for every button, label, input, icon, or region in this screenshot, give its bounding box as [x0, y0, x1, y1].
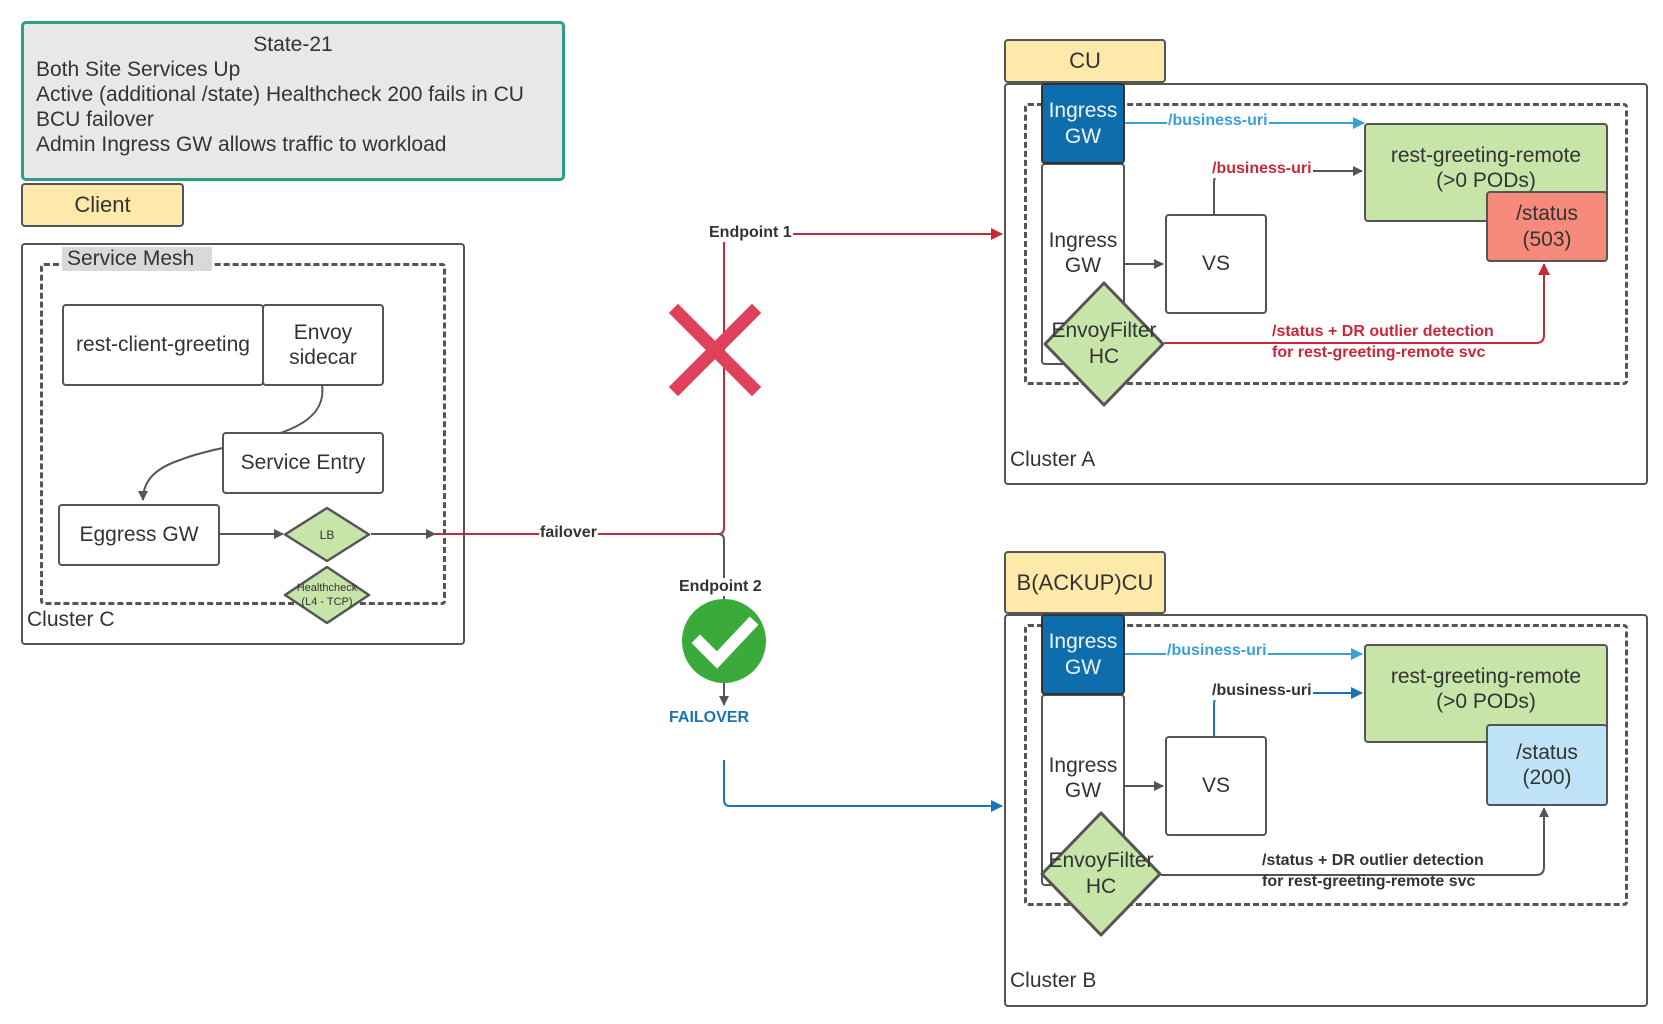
bcu-envoy-filter-label: EnvoyFilter HC — [1048, 849, 1154, 898]
state-line: Admin Ingress GW allows traffic to workl… — [36, 133, 447, 156]
cu-business-uri-vs-label: /business-uri — [1211, 160, 1313, 178]
cluster-b-label: Cluster B — [1010, 969, 1127, 993]
cluster-b-frame — [1004, 614, 1648, 1007]
cu-status-node: /status (503) — [1486, 191, 1608, 262]
check-circle-icon — [682, 599, 766, 683]
service-mesh-frame — [40, 263, 446, 605]
state-line: Both Site Services Up — [36, 58, 241, 81]
rest-client-greeting-node: rest-client-greeting — [62, 304, 264, 386]
bcu-business-uri-vs-label: /business-uri — [1211, 682, 1313, 700]
bcu-mesh-frame — [1024, 624, 1628, 906]
state-description-box: State-21 Both Site Services Up Active (a… — [21, 21, 565, 181]
state-line: Active (additional /state) Healthcheck 2… — [36, 83, 524, 106]
endpoint2-edge — [717, 533, 729, 706]
cluster-c-frame — [21, 243, 465, 645]
healthcheck-label: Healthcheck (L4 - TCP) — [296, 582, 358, 608]
failover-status-label: FAILOVER — [668, 709, 751, 727]
cu-vs-node: VS — [1165, 214, 1267, 314]
bcu-outlier-annotation: /status + DR outlier detection for rest-… — [1262, 852, 1484, 890]
failover-to-bcu-edge — [723, 760, 1003, 812]
state-line: BCU failover — [36, 108, 154, 131]
envoy-sidecar-node: Envoy sidecar — [262, 304, 384, 386]
bcu-status-node: /status (200) — [1486, 724, 1608, 806]
cu-outlier-annotation: /status + DR outlier detection for rest-… — [1272, 323, 1494, 361]
bcu-envoy-filter-node: EnvoyFilter HC — [1039, 810, 1163, 938]
bcu-vs-node: VS — [1165, 736, 1267, 836]
failover-edge-label: failover — [539, 524, 598, 542]
service-entry-node: Service Entry — [222, 432, 384, 494]
cluster-a-frame — [1004, 83, 1648, 485]
sidecar-to-egress-edge — [138, 384, 324, 501]
bcu-tag: B(ACKUP)CU — [1004, 551, 1166, 614]
client-tag: Client — [21, 183, 184, 227]
cu-tag: CU — [1004, 39, 1166, 83]
healthcheck-node: Healthcheck (L4 - TCP) — [283, 565, 371, 625]
cluster-c-label: Cluster C — [27, 608, 155, 632]
cu-mesh-frame — [1024, 103, 1628, 385]
cluster-a-label: Cluster A — [1010, 448, 1126, 472]
egress-gw-node: Eggress GW — [58, 504, 220, 566]
cu-hc-to-status-edge — [1164, 263, 1550, 344]
state-title: State-21 — [253, 33, 333, 56]
lb-label: LB — [319, 527, 335, 542]
bcu-ingress-gw-node: Ingress GW — [1041, 614, 1125, 695]
lb-node: LB — [283, 506, 371, 563]
bcu-hc-to-status-edge — [1161, 807, 1549, 876]
endpoint1-label: Endpoint 1 — [708, 224, 793, 242]
cu-ingress-gw-node: Ingress GW — [1041, 83, 1125, 164]
endpoint1-edge — [717, 228, 1003, 535]
cu-envoy-filter-label: EnvoyFilter HC — [1051, 319, 1157, 368]
cu-business-uri-top-label: /business-uri — [1167, 112, 1269, 130]
cross-icon — [668, 303, 762, 397]
endpoint2-label: Endpoint 2 — [678, 578, 763, 596]
cu-envoy-filter-node: EnvoyFilter HC — [1042, 280, 1166, 408]
service-mesh-label: Service Mesh — [62, 247, 213, 271]
bcu-business-uri-top-label: /business-uri — [1166, 642, 1268, 660]
